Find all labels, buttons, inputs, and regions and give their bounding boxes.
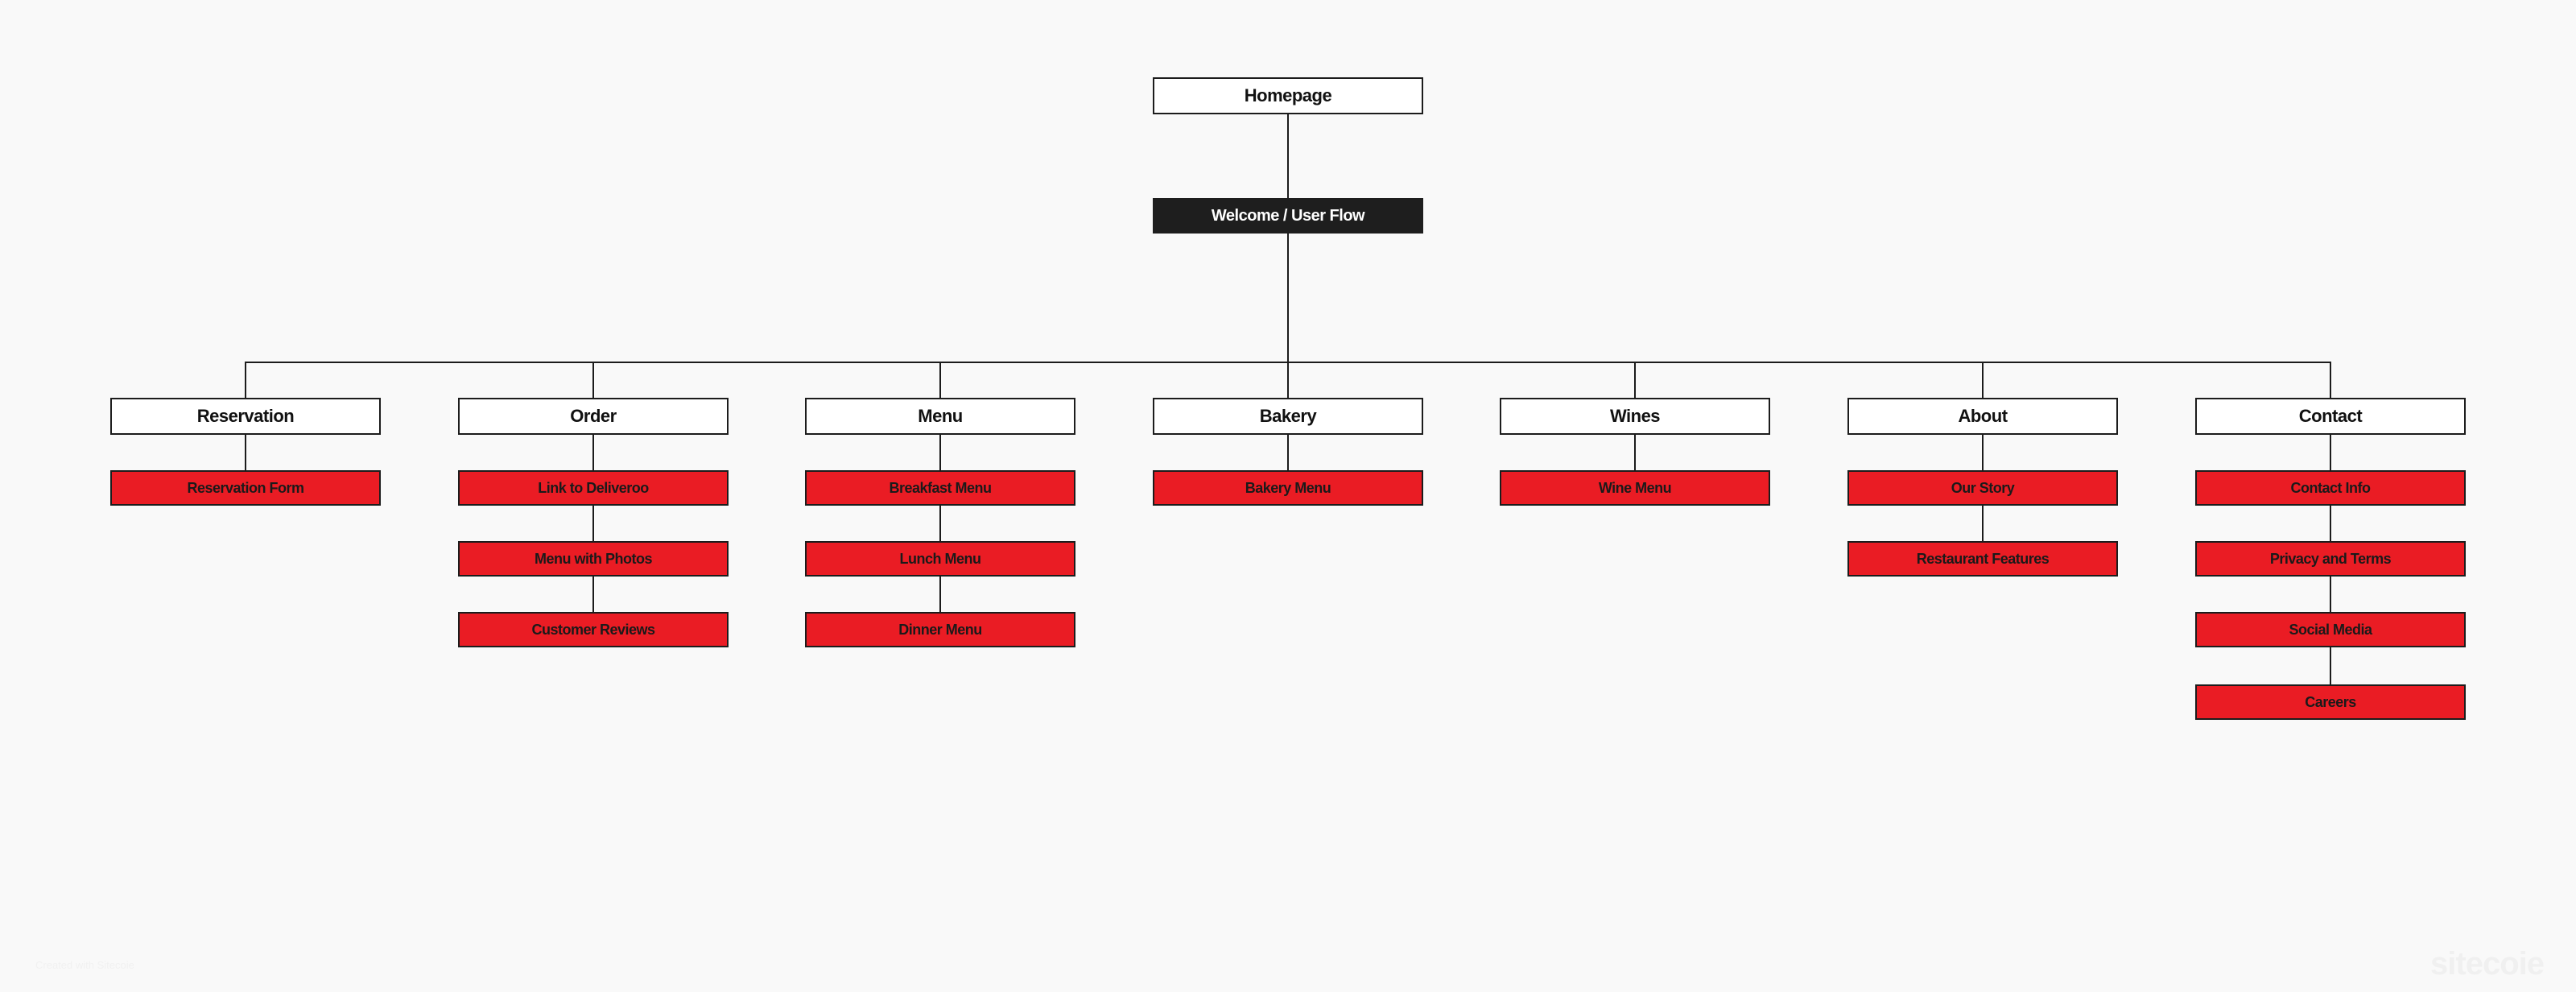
connector-wines-page-0 [1634, 435, 1636, 470]
page-dinner-menu[interactable]: Dinner Menu [805, 612, 1075, 647]
connector-menu-page-1 [939, 506, 941, 541]
connector-order-page-0 [592, 435, 594, 470]
category-contact[interactable]: Contact [2195, 398, 2466, 435]
page-social-media[interactable]: Social Media [2195, 612, 2466, 647]
connector-bus-order [592, 362, 594, 398]
connector-about-page-0 [1982, 435, 1984, 470]
connector-flow-bus [1287, 234, 1289, 362]
connector-bus-about [1982, 362, 1984, 398]
connector-contact-page-2 [2330, 577, 2331, 612]
connector-order-page-1 [592, 506, 594, 541]
page-wine-menu[interactable]: Wine Menu [1500, 470, 1770, 506]
category-menu[interactable]: Menu [805, 398, 1075, 435]
connector-root-flow [1287, 114, 1289, 198]
connector-about-page-1 [1982, 506, 1984, 541]
page-link-to-deliveroo[interactable]: Link to Deliveroo [458, 470, 729, 506]
page-restaurant-features[interactable]: Restaurant Features [1847, 541, 2118, 577]
homepage-node[interactable]: Homepage [1153, 77, 1423, 114]
watermark-caption: Created with Sitecoie [35, 959, 134, 971]
page-privacy-and-terms[interactable]: Privacy and Terms [2195, 541, 2466, 577]
watermark-logo: sitecoie [2430, 946, 2545, 982]
page-breakfast-menu[interactable]: Breakfast Menu [805, 470, 1075, 506]
page-careers[interactable]: Careers [2195, 684, 2466, 720]
connector-contact-page-1 [2330, 506, 2331, 541]
connector-bus-reservation [245, 362, 246, 398]
page-customer-reviews[interactable]: Customer Reviews [458, 612, 729, 647]
connector-bus-menu [939, 362, 941, 398]
connector-bus-bakery [1287, 362, 1289, 398]
connector-contact-page-0 [2330, 435, 2331, 470]
connector-menu-page-2 [939, 577, 941, 612]
page-reservation-form[interactable]: Reservation Form [110, 470, 381, 506]
category-wines[interactable]: Wines [1500, 398, 1770, 435]
connector-bakery-page-0 [1287, 435, 1289, 470]
page-our-story[interactable]: Our Story [1847, 470, 2118, 506]
category-reservation[interactable]: Reservation [110, 398, 381, 435]
connector-reservation-page-0 [245, 435, 246, 470]
welcome-user-flow-node[interactable]: Welcome / User Flow [1153, 198, 1423, 234]
category-about[interactable]: About [1847, 398, 2118, 435]
page-bakery-menu[interactable]: Bakery Menu [1153, 470, 1423, 506]
page-contact-info[interactable]: Contact Info [2195, 470, 2466, 506]
connector-order-page-2 [592, 577, 594, 612]
connector-menu-page-0 [939, 435, 941, 470]
connector-contact-page-3 [2330, 647, 2331, 684]
category-bakery[interactable]: Bakery [1153, 398, 1423, 435]
category-order[interactable]: Order [458, 398, 729, 435]
page-lunch-menu[interactable]: Lunch Menu [805, 541, 1075, 577]
page-menu-with-photos[interactable]: Menu with Photos [458, 541, 729, 577]
connector-bus-wines [1634, 362, 1636, 398]
connector-bus-contact [2330, 362, 2331, 398]
